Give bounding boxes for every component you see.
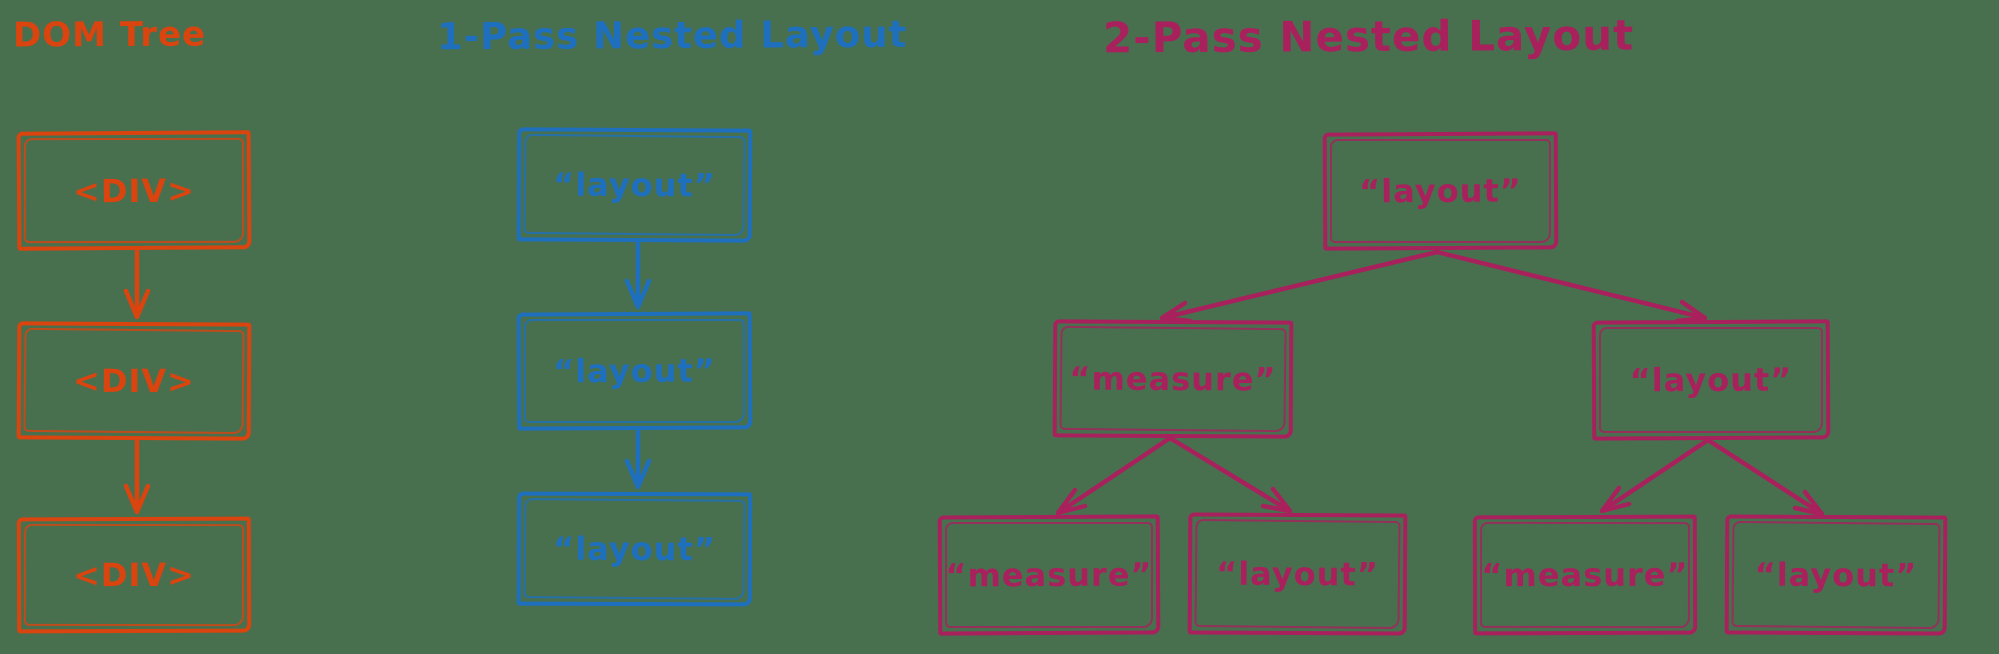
one-pass-node-2: “layout” xyxy=(516,311,753,431)
two-pass-leaf-1-node: “measure” xyxy=(937,514,1161,636)
one-pass-node-2-label: “layout” xyxy=(553,351,716,391)
arrow-one-pass-2-3 xyxy=(624,427,652,490)
two-pass-title: 2-Pass Nested Layout xyxy=(1102,10,1635,63)
two-pass-leaf-2-node: “layout” xyxy=(1187,512,1408,636)
arrow-root-to-layout xyxy=(1434,249,1708,324)
dom-node-1: <DIV> xyxy=(16,130,252,251)
dom-node-2: <DIV> xyxy=(16,321,252,441)
one-pass-node-3: “layout” xyxy=(516,491,753,607)
two-pass-root-node: “layout” xyxy=(1322,131,1559,251)
dom-node-3-label: <DIV> xyxy=(72,555,195,595)
arrow-dom-1-2 xyxy=(123,247,151,320)
dom-node-3: <DIV> xyxy=(16,516,252,634)
two-pass-mid-left-label: “measure” xyxy=(1069,359,1277,399)
arrow-dom-2-3 xyxy=(123,437,151,515)
arrow-one-pass-1-2 xyxy=(624,239,652,310)
one-pass-node-3-label: “layout” xyxy=(553,529,716,569)
one-pass-node-1-label: “layout” xyxy=(553,165,716,205)
arrow-layout-to-leaf-layout xyxy=(1705,437,1825,517)
two-pass-leaf-3-label: “measure” xyxy=(1481,555,1689,595)
one-pass-node-1: “layout” xyxy=(516,127,753,243)
two-pass-leaf-1-label: “measure” xyxy=(945,555,1153,595)
two-pass-mid-right-node: “layout” xyxy=(1591,319,1831,441)
arrow-measure-to-leaf-layout xyxy=(1167,435,1293,514)
arrow-layout-to-leaf-measure xyxy=(1599,437,1711,514)
two-pass-leaf-3-node: “measure” xyxy=(1472,514,1698,636)
arrow-root-to-measure xyxy=(1159,249,1440,324)
dom-tree-title: DOM Tree xyxy=(12,14,207,56)
two-pass-leaf-2-label: “layout” xyxy=(1216,554,1379,594)
two-pass-root-label: “layout” xyxy=(1359,171,1522,211)
dom-node-1-label: <DIV> xyxy=(72,171,196,210)
two-pass-mid-left-node: “measure” xyxy=(1052,319,1294,439)
one-pass-title: 1-Pass Nested Layout xyxy=(436,12,908,59)
two-pass-leaf-4-node: “layout” xyxy=(1724,514,1948,636)
dom-node-2-label: <DIV> xyxy=(72,361,196,401)
arrow-measure-to-leaf-measure xyxy=(1055,435,1173,516)
two-pass-mid-right-label: “layout” xyxy=(1629,360,1793,400)
two-pass-leaf-4-label: “layout” xyxy=(1754,555,1918,595)
